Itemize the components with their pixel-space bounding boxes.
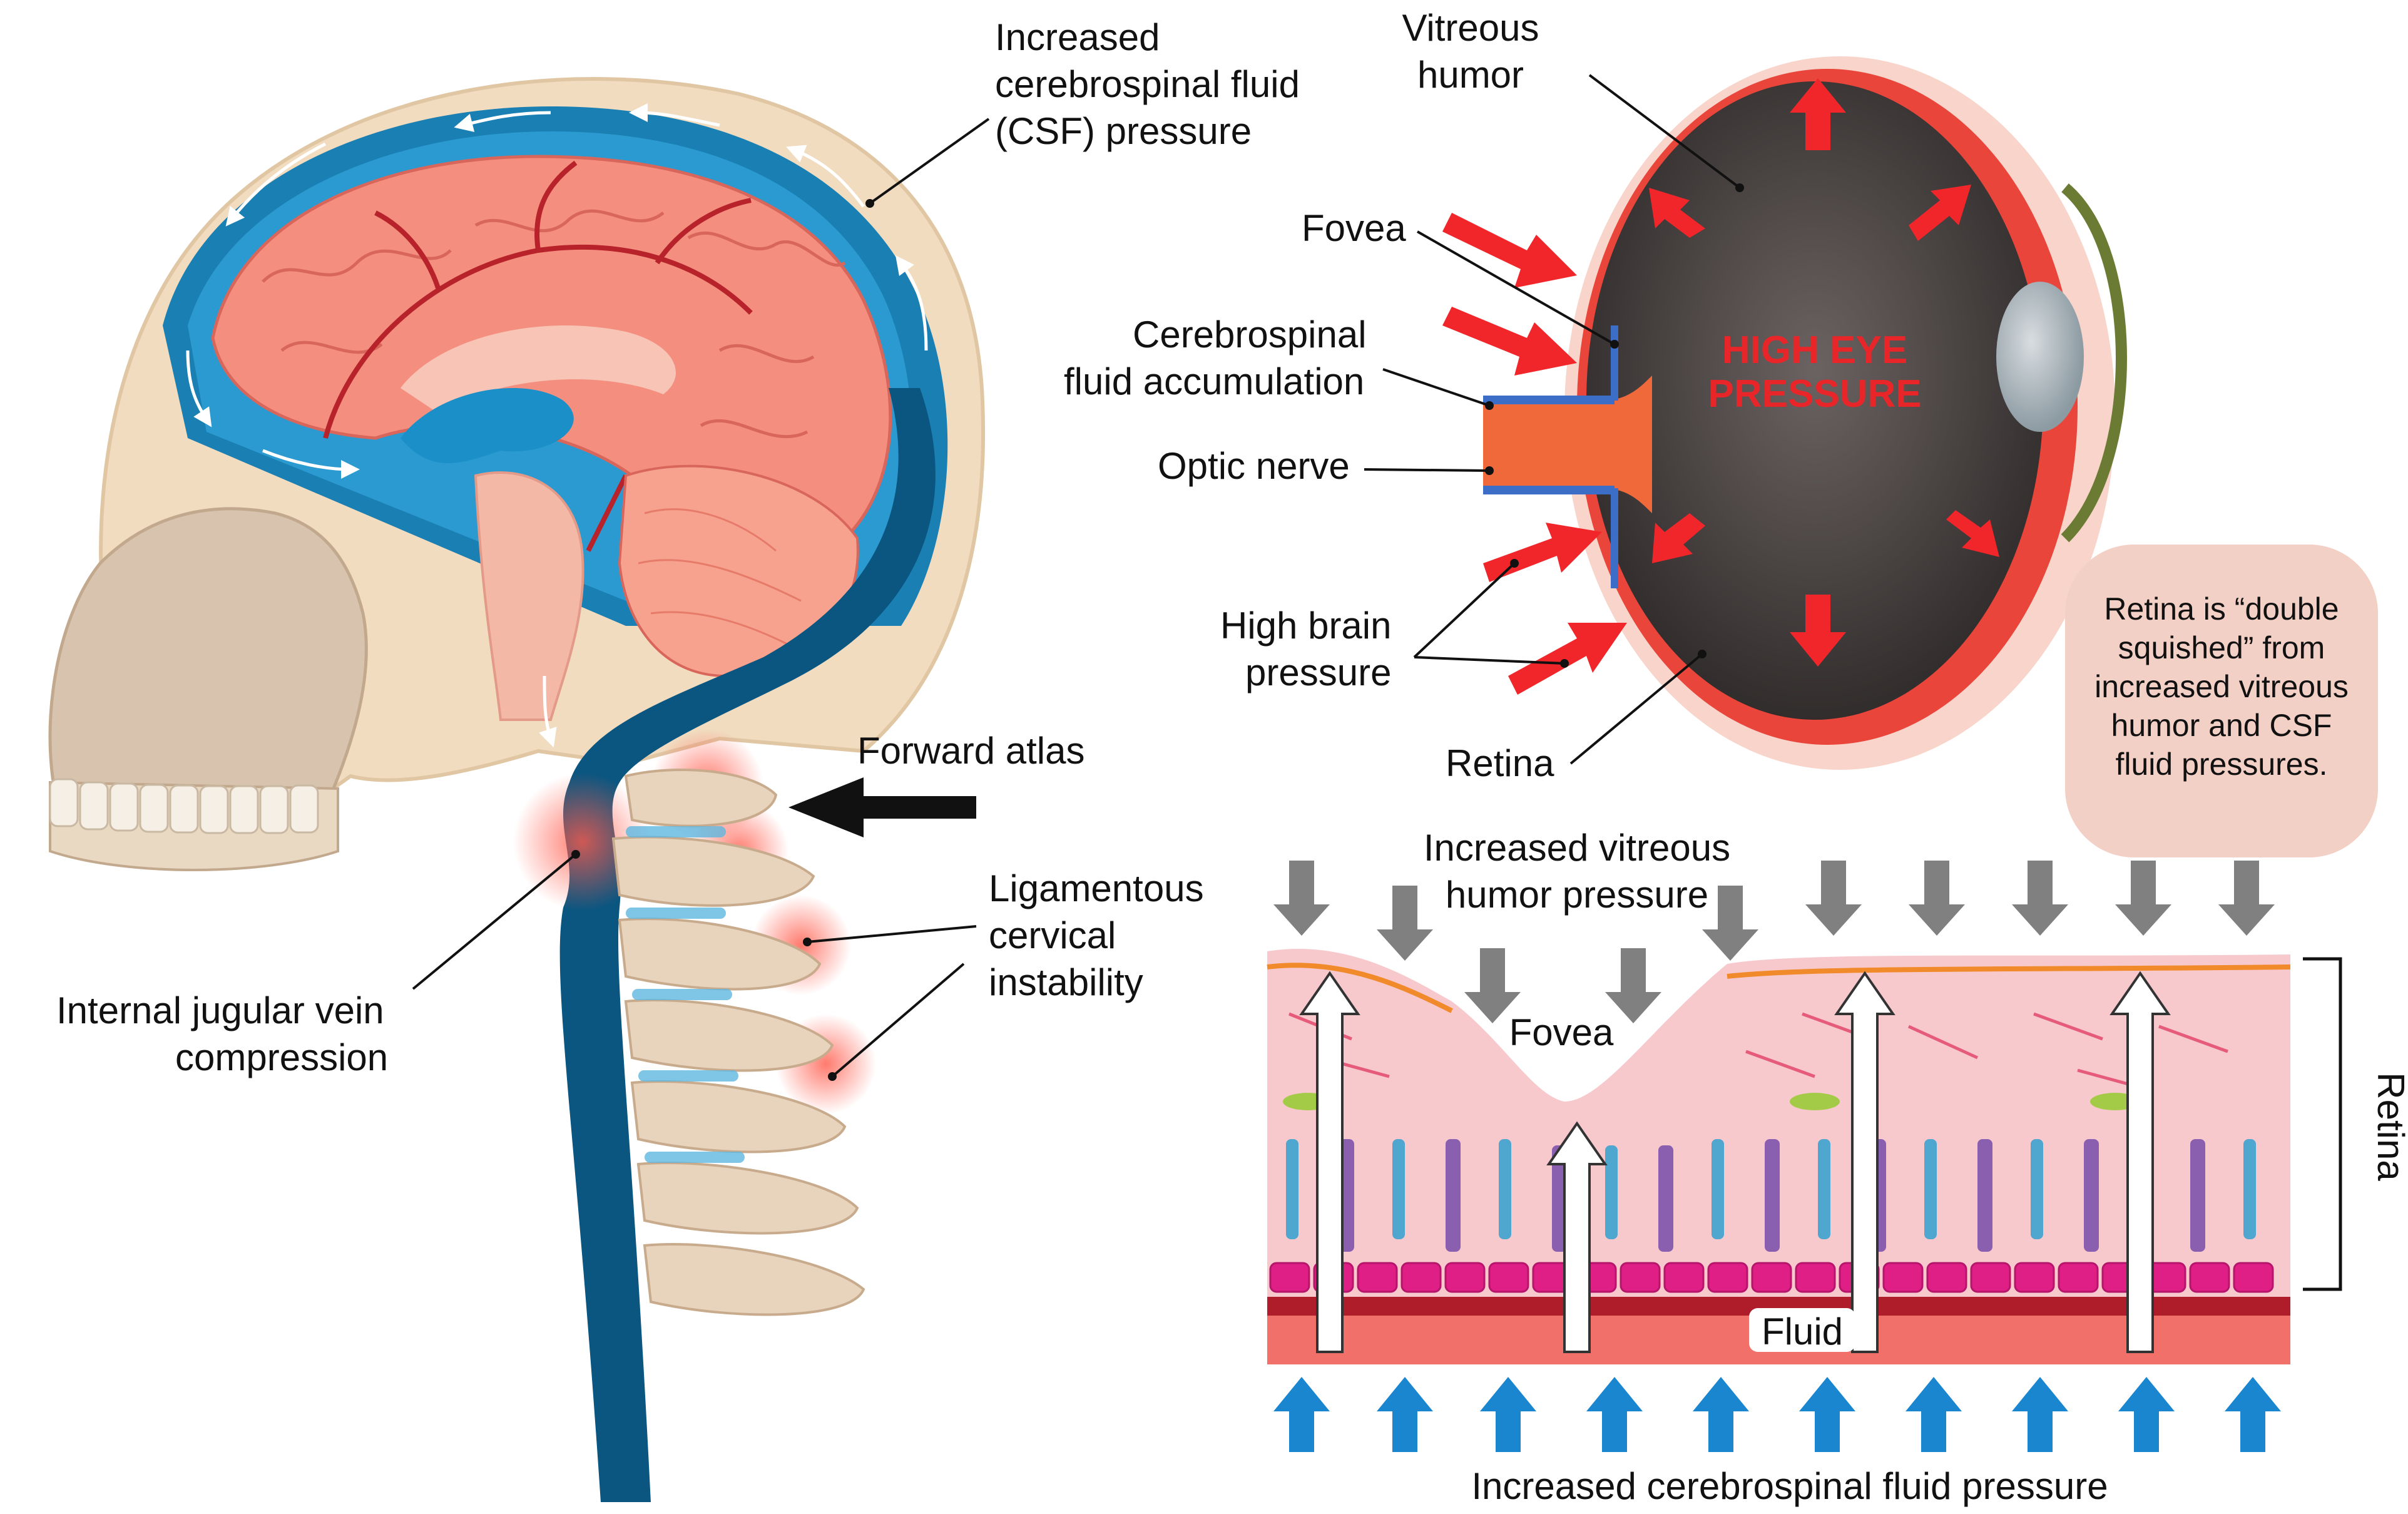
label-csf-pressure-1: Increased bbox=[995, 16, 1160, 58]
label-optic-nerve: Optic nerve bbox=[1158, 445, 1350, 487]
label-fluid: Fluid bbox=[1762, 1311, 1843, 1353]
vitreous-body bbox=[1586, 81, 2043, 720]
white-pressure-arrows bbox=[1299, 971, 2171, 1353]
photoreceptors bbox=[1286, 1139, 2256, 1252]
blue-up-arrows bbox=[1273, 1377, 2281, 1452]
label-vitreous-1: Vitreous bbox=[1402, 7, 1539, 49]
cervical-spine bbox=[611, 769, 865, 1316]
callout-line-5: fluid pressures. bbox=[2115, 747, 2327, 782]
high-eye-pressure-2: PRESSURE bbox=[1708, 372, 1921, 416]
callout-box: Retina is “double squished” from increas… bbox=[2065, 545, 2378, 857]
label-csf-bottom: Increased cerebrospinal fluid pressure bbox=[1471, 1465, 2108, 1507]
label-high-brain-1: High brain bbox=[1220, 605, 1392, 647]
callout-line-1: Retina is “double bbox=[2104, 591, 2339, 627]
callout-line-2: squished” from bbox=[2118, 630, 2325, 665]
vitreous-pressure-arrows bbox=[1649, 78, 1999, 667]
label-jugular-2: compression bbox=[175, 1036, 388, 1078]
label-fovea-eye: Fovea bbox=[1302, 207, 1406, 249]
teeth bbox=[49, 778, 319, 834]
retina-cross-section: Fluid Fovea bbox=[1267, 949, 2291, 1364]
brainstem bbox=[474, 471, 584, 721]
head-illustration bbox=[48, 77, 986, 1502]
internal-jugular-vein bbox=[559, 388, 936, 1502]
label-fovea-retina: Fovea bbox=[1509, 1011, 1614, 1053]
label-ligamentous-3: instability bbox=[989, 961, 1143, 1003]
label-retina-bracket: Retina bbox=[2370, 1072, 2408, 1181]
label-vitreous-pressure-1: Increased vitreous bbox=[1424, 827, 1730, 869]
high-eye-pressure-1: HIGH EYE bbox=[1722, 329, 1907, 372]
label-vitreous-pressure-2: humor pressure bbox=[1446, 874, 1708, 916]
forward-atlas-arrow bbox=[788, 777, 976, 837]
label-csf-pressure-2: cerebrospinal fluid bbox=[995, 63, 1300, 105]
brain-pressure-arrows bbox=[1442, 213, 1627, 695]
retina-bracket bbox=[2303, 957, 2342, 1291]
callout-line-3: increased vitreous bbox=[2094, 669, 2349, 704]
label-high-brain-2: pressure bbox=[1245, 652, 1391, 693]
label-csf-pressure-3: (CSF) pressure bbox=[995, 110, 1252, 152]
label-ligamentous-2: cervical bbox=[989, 914, 1116, 956]
rpe-layer bbox=[1269, 1262, 2274, 1293]
label-retina-eye: Retina bbox=[1446, 742, 1554, 784]
optic-nerve bbox=[1483, 376, 1652, 513]
label-ligamentous-1: Ligamentous bbox=[989, 867, 1204, 909]
label-csf-accum-1: Cerebrospinal bbox=[1133, 314, 1367, 355]
label-vitreous-2: humor bbox=[1417, 54, 1524, 96]
label-csf-accum-2: fluid accumulation bbox=[1064, 361, 1364, 402]
gray-down-arrows bbox=[1273, 861, 2275, 1023]
facial-bones bbox=[48, 507, 368, 822]
label-forward-atlas: Forward atlas bbox=[857, 730, 1084, 772]
callout-line-4: humor and CSF bbox=[2111, 708, 2332, 743]
label-jugular-1: Internal jugular vein bbox=[56, 990, 384, 1031]
eye-illustration bbox=[1483, 56, 2127, 770]
lens bbox=[1996, 282, 2084, 432]
